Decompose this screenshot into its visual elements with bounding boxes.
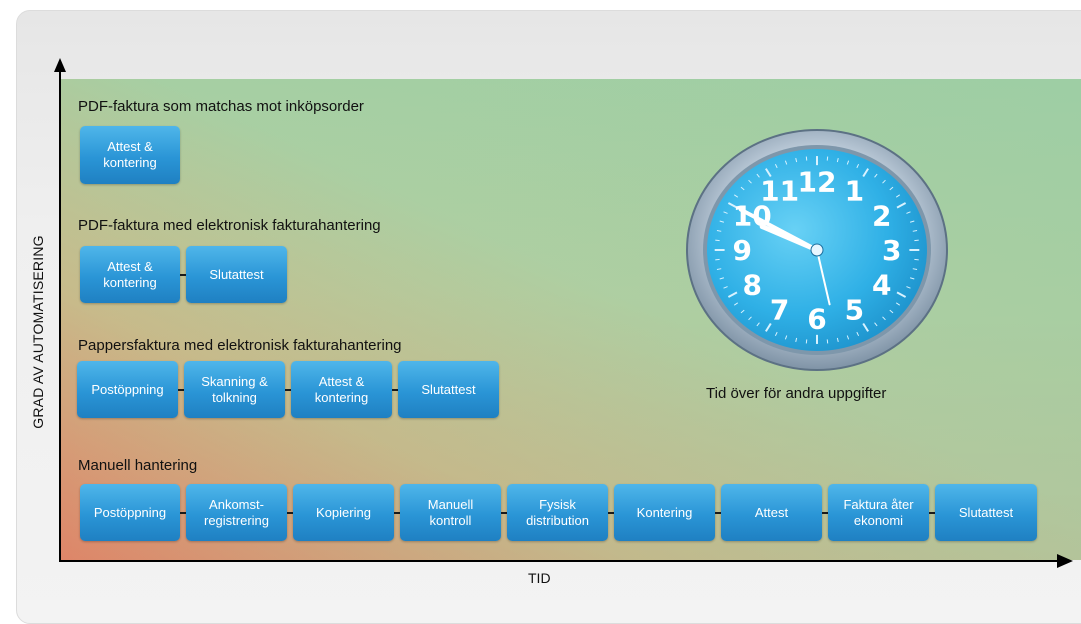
step-box: Kopiering [293, 484, 394, 541]
step-box: Postöppning [77, 361, 178, 418]
y-axis-line [59, 68, 61, 562]
clock-numeral: 5 [845, 293, 864, 326]
clock-numeral: 1 [845, 175, 864, 208]
clock-icon: 121234567891011 [682, 128, 952, 378]
x-axis-arrow [1057, 554, 1073, 568]
step-box: Postöppning [80, 484, 180, 541]
step-box: Slutattest [935, 484, 1037, 541]
row-title-manual: Manuell hantering [78, 457, 197, 474]
step-box: Attest & kontering [80, 126, 180, 184]
clock-numeral: 6 [807, 303, 826, 336]
clock-numeral: 11 [760, 175, 799, 208]
clock-numeral: 7 [770, 293, 789, 326]
step-box: Slutattest [398, 361, 499, 418]
clock-numeral: 9 [732, 234, 751, 267]
row-title-paper-electronic: Pappersfaktura med elektronisk fakturaha… [78, 337, 402, 354]
clock-numeral: 4 [872, 268, 891, 301]
x-axis-line [59, 560, 1059, 562]
step-box: Slutattest [186, 246, 287, 303]
step-box: Attest & kontering [80, 246, 180, 303]
step-box: Fysisk distribution [507, 484, 608, 541]
step-box: Kontering [614, 484, 715, 541]
x-axis-label: TID [528, 570, 551, 586]
clock-center [811, 244, 823, 256]
step-box: Manuell kontroll [400, 484, 501, 541]
clock-numeral: 8 [742, 268, 761, 301]
step-box: Attest [721, 484, 822, 541]
step-box: Faktura åter ekonomi [828, 484, 929, 541]
step-box: Attest & kontering [291, 361, 392, 418]
clock-numeral: 2 [872, 200, 891, 233]
clock-caption: Tid över för andra uppgifter [706, 385, 886, 402]
row-title-pdf-order: PDF-faktura som matchas mot inköpsorder [78, 98, 364, 115]
clock-numeral: 12 [798, 165, 837, 198]
clock: 121234567891011 [682, 128, 952, 378]
clock-numeral: 3 [882, 234, 901, 267]
y-axis-arrow [54, 58, 66, 72]
y-axis-label: GRAD AV AUTOMATISERING [30, 235, 46, 428]
step-box: Skanning & tolkning [184, 361, 285, 418]
step-box: Ankomst- registrering [186, 484, 287, 541]
row-title-pdf-electronic: PDF-faktura med elektronisk fakturahante… [78, 217, 381, 234]
